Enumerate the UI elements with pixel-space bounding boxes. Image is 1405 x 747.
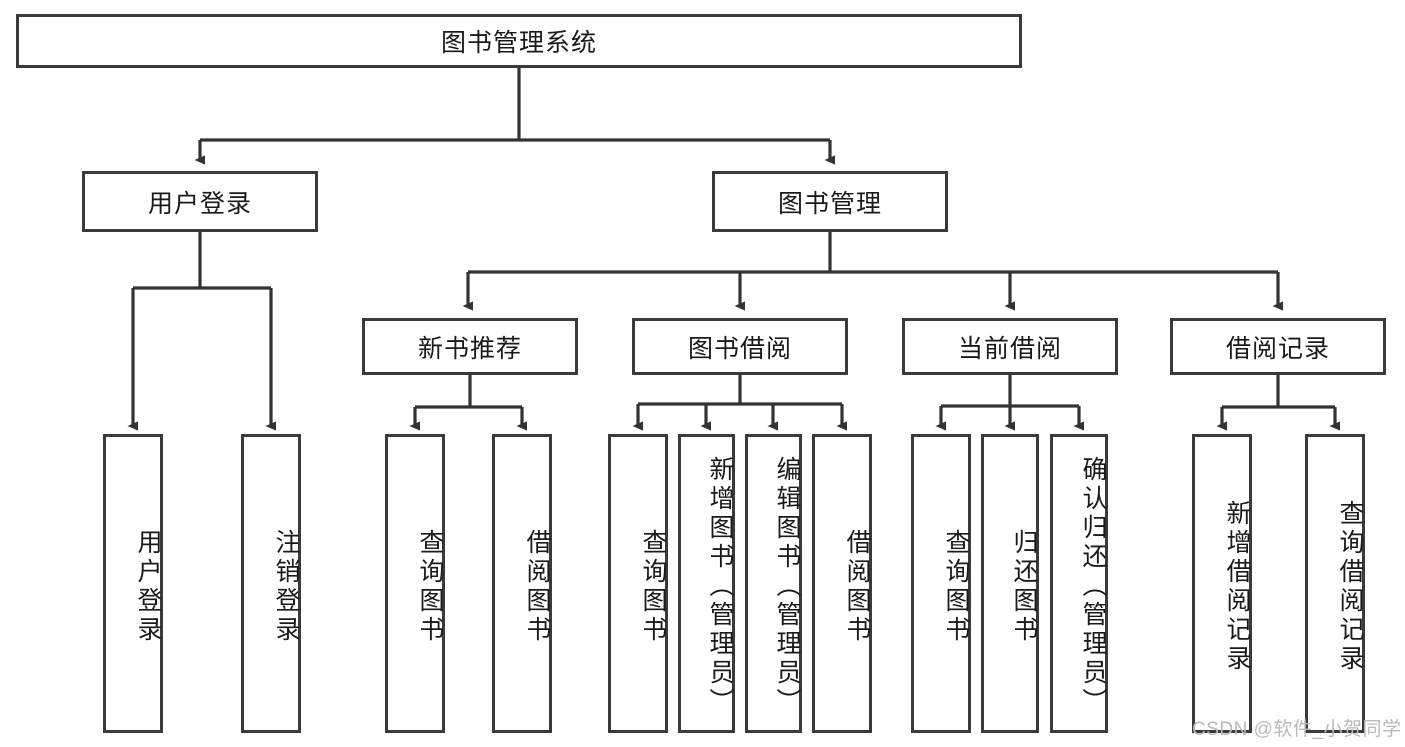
leaf-query-record-label: 查询借阅记录 [1336,499,1364,674]
leaf-add-record[interactable]: 新增借阅记录 [1192,434,1252,733]
leaf-edit-book[interactable]: 编辑图书（管理员） [745,434,802,733]
node-new-book-recommend[interactable]: 新书推荐 [362,318,578,375]
node-book-management-label: 图书管理 [777,189,882,218]
leaf-add-record-label: 新增借阅记录 [1223,499,1251,674]
leaf-logout-label: 注销登录 [272,528,300,645]
leaf-add-book[interactable]: 新增图书（管理员） [678,434,735,733]
leaf-confirm-return[interactable]: 确认归还（管理员） [1050,434,1108,733]
leaf-borrow-book-1[interactable]: 借阅图书 [492,434,552,733]
watermark-text: CSDN @软件_小贺同学 [1192,719,1402,740]
node-book-borrow[interactable]: 图书借阅 [632,318,848,375]
leaf-return-book-label: 归还图书 [1010,528,1038,645]
leaf-edit-book-label: 编辑图书（管理员） [773,456,801,717]
node-borrow-record[interactable]: 借阅记录 [1170,318,1386,375]
leaf-query-record[interactable]: 查询借阅记录 [1305,434,1365,733]
node-user-login-label: 用户登录 [147,189,252,218]
leaf-borrow-book-2[interactable]: 借阅图书 [812,434,872,733]
leaf-user-login[interactable]: 用户登录 [103,434,163,733]
leaf-query-book-1[interactable]: 查询图书 [385,434,445,733]
node-user-login[interactable]: 用户登录 [82,171,318,232]
leaf-confirm-return-label: 确认归还（管理员） [1079,456,1107,717]
leaf-user-login-label: 用户登录 [134,528,162,645]
node-root[interactable]: 图书管理系统 [16,14,1022,68]
node-root-label: 图书管理系统 [440,29,597,57]
leaf-logout[interactable]: 注销登录 [241,434,301,733]
node-current-borrow-label: 当前借阅 [957,334,1062,363]
leaf-borrow-book-2-label: 借阅图书 [843,528,871,645]
leaf-return-book[interactable]: 归还图书 [981,434,1039,733]
leaf-query-book-3[interactable]: 查询图书 [911,434,971,733]
leaf-query-book-2-label: 查询图书 [639,528,667,645]
node-book-management[interactable]: 图书管理 [712,171,948,232]
node-book-borrow-label: 图书借阅 [687,334,792,363]
leaf-query-book-1-label: 查询图书 [416,528,444,645]
leaf-query-book-2[interactable]: 查询图书 [608,434,668,733]
node-borrow-record-label: 借阅记录 [1225,334,1330,363]
leaf-query-book-3-label: 查询图书 [942,528,970,645]
leaf-add-book-label: 新增图书（管理员） [706,456,734,717]
node-new-book-recommend-label: 新书推荐 [417,334,522,363]
node-current-borrow[interactable]: 当前借阅 [902,318,1118,375]
leaf-borrow-book-1-label: 借阅图书 [523,528,551,645]
